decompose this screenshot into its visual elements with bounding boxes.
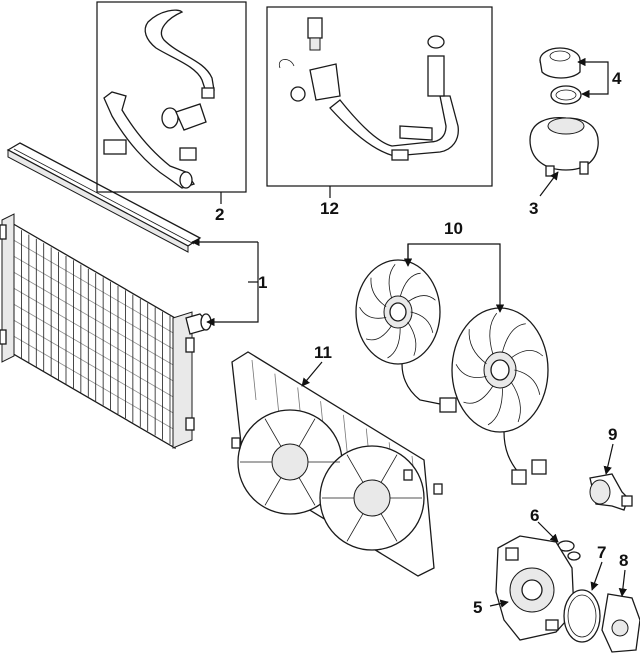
callout-11: 11 bbox=[314, 343, 332, 362]
callout-4: 4 bbox=[612, 69, 622, 88]
radiator-outlet-neck bbox=[185, 313, 212, 335]
hose-sensor-kit-box bbox=[266, 6, 493, 187]
water-pump-housing-part bbox=[495, 535, 575, 641]
callout-labels: 1 2 3 4 5 6 7 8 9 10 11 12 bbox=[215, 69, 628, 617]
fan-shroud-part bbox=[231, 351, 443, 577]
radiator-right-tank bbox=[172, 311, 195, 449]
temperature-sensor-part bbox=[278, 17, 341, 102]
callout-9: 9 bbox=[608, 425, 617, 444]
reservoir-cap-part bbox=[539, 47, 581, 79]
upper-hose-part bbox=[144, 9, 215, 161]
leader-lines bbox=[191, 57, 628, 608]
callout-10: 10 bbox=[444, 219, 463, 238]
callout-12: 12 bbox=[320, 199, 339, 218]
auxiliary-pump-part bbox=[589, 473, 633, 511]
cooling-fan-left-part bbox=[355, 259, 457, 413]
lower-hose-part bbox=[103, 91, 196, 189]
callout-6: 6 bbox=[530, 506, 539, 525]
coolant-reservoir-part bbox=[529, 116, 599, 177]
pump-cover-part bbox=[601, 593, 640, 653]
callout-5: 5 bbox=[473, 598, 482, 617]
coolant-hose-part bbox=[329, 35, 459, 161]
o-ring-seal-part bbox=[557, 540, 581, 561]
callout-7: 7 bbox=[597, 543, 606, 562]
cap-seal-part bbox=[550, 85, 582, 105]
pump-gasket-part bbox=[563, 589, 601, 643]
radiator-left-tank bbox=[0, 213, 15, 363]
callout-8: 8 bbox=[619, 551, 628, 570]
radiator-part bbox=[0, 142, 212, 450]
callout-3: 3 bbox=[529, 199, 538, 218]
radiator-core bbox=[9, 220, 176, 450]
cooling-fan-right-part bbox=[451, 307, 549, 485]
radiator-seal-strip bbox=[6, 142, 202, 253]
hose-kit-box bbox=[96, 1, 247, 193]
callout-1: 1 bbox=[258, 273, 267, 292]
callout-2: 2 bbox=[215, 205, 224, 224]
